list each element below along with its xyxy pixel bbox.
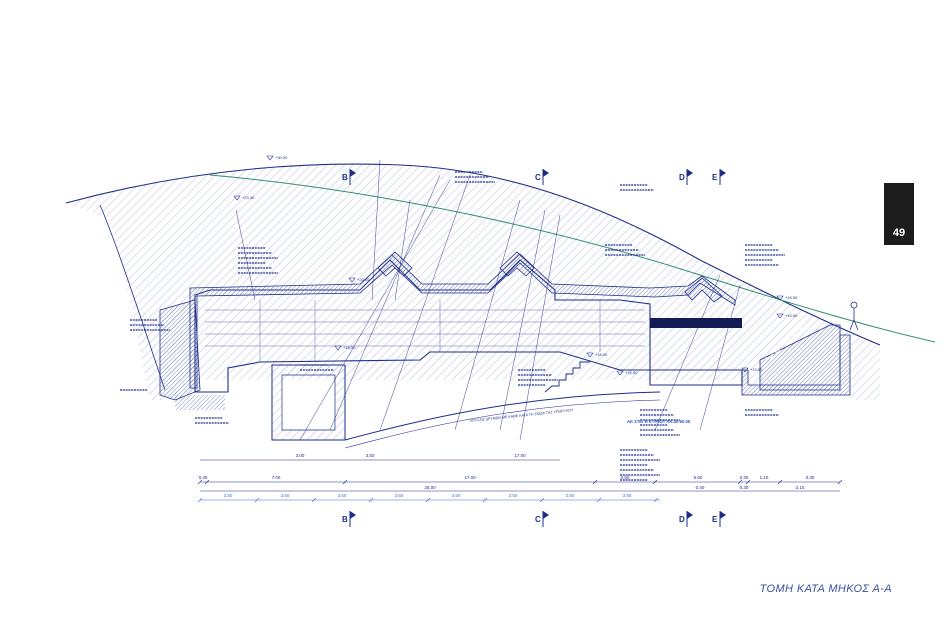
annotation-block <box>605 244 645 256</box>
interior-lines <box>205 300 645 362</box>
skylights <box>377 251 723 303</box>
dimension-label: 17.00 <box>514 453 526 458</box>
left-footing-mass <box>175 395 225 410</box>
bottom-callout: ΧΡΥΣΑΙΣ ΔΡΥΜΩΝ ΜΕ ΚΑΘΕ ΚΑΤΑ ΤΗ ΣΚΙΔΑ ΤΗΣ… <box>470 408 575 423</box>
svg-text:+18.50: +18.50 <box>343 345 356 350</box>
grid-dimension-label: 3.50 <box>224 493 233 498</box>
section-marker-bottom-label: C <box>535 515 541 524</box>
section-markers-top: B C D E <box>342 169 726 185</box>
annotation-notes <box>120 171 785 481</box>
level-marker: +20.00 <box>348 277 370 283</box>
dimension-label: 3.10 <box>796 485 805 490</box>
annotation-block <box>130 319 170 331</box>
level-marker: +12.50 <box>741 367 763 373</box>
hillside-earth <box>66 164 880 400</box>
terrain-line <box>65 163 881 346</box>
level-marker: +23.30 <box>233 195 255 201</box>
dimension-label: 3.00 <box>296 453 305 458</box>
dimension-label: 25.00 <box>424 485 436 490</box>
annotation-block <box>518 369 558 386</box>
annotation-block <box>238 247 278 274</box>
section-marker-top-c: C <box>535 169 549 185</box>
page-number: 49 <box>892 227 906 239</box>
dimension-label: 0.40 <box>199 475 208 480</box>
interior-stair <box>544 361 590 393</box>
annotation-block <box>745 409 779 416</box>
left-slope-line <box>99 204 166 391</box>
svg-text:+23.30: +23.30 <box>242 195 255 200</box>
dimension-labels: 0.40 7.00 17.00 0.50 6.60 0.30 1.10 0.30 25.00 0.… <box>199 453 815 498</box>
tunnel-floor-under <box>344 399 661 449</box>
level-marker: +15.50 <box>616 370 638 376</box>
section-markers-bottom: B C D E <box>342 511 726 527</box>
grid-dimension-label: 3.50 <box>509 493 518 498</box>
section-marker-top-e: E <box>712 169 726 185</box>
annotation-block <box>745 244 785 266</box>
dimension-label: 0.30 <box>806 475 815 480</box>
annotation-block <box>620 184 654 191</box>
tunnel-floor <box>344 391 661 441</box>
level-markers: +30.00 +23.30 +20.00 +18.50 +18.00 +15.50 +12.… <box>233 155 798 376</box>
dimension-label: 6.60 <box>694 475 703 480</box>
section-marker-bottom-e: E <box>712 511 726 527</box>
right-figures <box>849 301 859 331</box>
section-marker-bottom-label: B <box>342 515 348 524</box>
level-marker: +16.50 <box>776 295 798 301</box>
svg-text:+16.50: +16.50 <box>785 295 798 300</box>
section-marker-bottom-label: D <box>679 515 685 524</box>
dimension-label: 3.50 <box>366 453 375 458</box>
grid-dimension-label: 3.50 <box>338 493 347 498</box>
dimension-label: 0.30 <box>740 475 749 480</box>
dimension-label: 0.30 <box>740 485 749 490</box>
section-marker-bottom-d: D <box>679 511 693 527</box>
dimension-label: 0.50 <box>621 475 630 480</box>
right-retaining-wall <box>741 334 851 396</box>
grid-dimension-label: 3.50 <box>566 493 575 498</box>
level-marker: +14.50 <box>776 313 798 319</box>
exterior-stair <box>765 327 810 359</box>
section-marker-top-label: D <box>679 173 685 182</box>
section-marker-bottom-b: B <box>342 511 356 527</box>
annotation-block <box>195 417 229 424</box>
level-marker: +18.50 <box>334 345 356 351</box>
section-marker-bottom-c: C <box>535 511 549 527</box>
grid-dimension-label: 3.50 <box>452 493 461 498</box>
dimension-ticks <box>197 479 843 503</box>
drawing-caption: ΤΟΜΗ ΚΑΤΑ ΜΗΚΟΣ Α-Α <box>759 583 892 595</box>
level-marker: +30.00 <box>266 155 288 161</box>
annotation-block <box>620 449 660 481</box>
annotation-block <box>455 171 495 183</box>
svg-text:+20.00: +20.00 <box>357 277 370 282</box>
svg-text:+18.00: +18.00 <box>595 352 608 357</box>
section-marker-top-label: C <box>535 173 541 182</box>
black-beam <box>650 318 742 328</box>
blue-callout: ΑΚ ΣΤΕΓΗ ΚΤΙΡΙΟΥ ΑΚ.40-60.00 <box>627 419 691 424</box>
svg-text:+12.50: +12.50 <box>750 367 763 372</box>
section-marker-top-d: D <box>679 169 693 185</box>
svg-text:+14.50: +14.50 <box>785 313 798 318</box>
svg-text:+15.50: +15.50 <box>625 370 638 375</box>
section-marker-top-b: B <box>342 169 356 185</box>
section-marker-top-label: B <box>342 173 348 182</box>
dimension-label: 7.00 <box>272 475 281 480</box>
dimension-label: 17.00 <box>464 475 476 480</box>
grid-dimension-label: 3.50 <box>623 493 632 498</box>
annotation-block <box>300 364 334 371</box>
annotation-block <box>640 409 680 436</box>
dimension-label: 0.40 <box>696 485 705 490</box>
section-marker-bottom-label: E <box>712 515 718 524</box>
sight-line <box>209 174 936 343</box>
dimension-label: 1.10 <box>760 475 769 480</box>
svg-text:+30.00: +30.00 <box>275 155 288 160</box>
dimension-lines <box>200 459 840 501</box>
page-number-tab: 49 <box>884 183 914 245</box>
grid-dimension-label: 3.50 <box>395 493 404 498</box>
section-marker-top-label: E <box>712 173 718 182</box>
level-marker: +18.00 <box>586 352 608 358</box>
grid-dimension-label: 3.50 <box>281 493 290 498</box>
